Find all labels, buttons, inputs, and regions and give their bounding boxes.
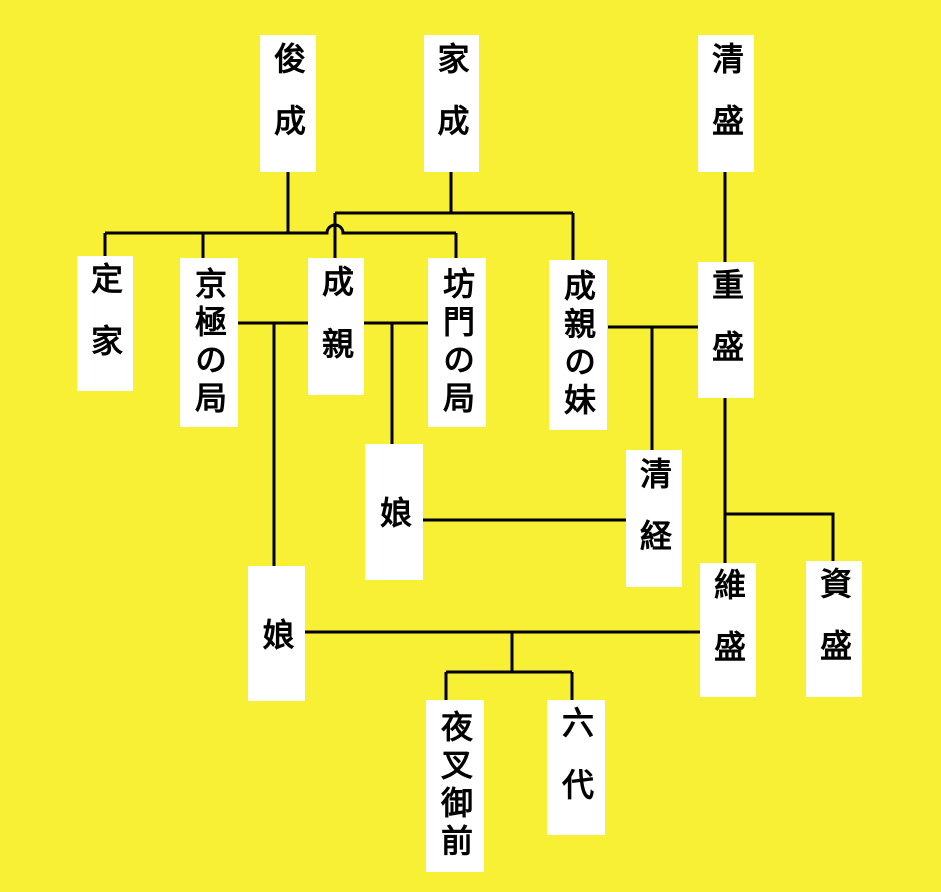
person-label: 維盛 (709, 568, 747, 692)
person-kiyomori: 清盛 (698, 35, 754, 172)
person-narichika: 成親 (308, 258, 364, 395)
person-label: 坊門の局 (438, 266, 476, 419)
person-musume-2: 娘 (248, 566, 305, 701)
person-yasha-gozen: 夜叉御前 (426, 700, 484, 872)
person-label: 成親の妹 (559, 269, 597, 421)
person-kiyotsune: 清経 (626, 450, 682, 587)
person-ienari: 家成 (424, 35, 479, 172)
person-label: 俊成 (269, 41, 307, 166)
person-label: 定家 (86, 261, 124, 386)
line-toshinari-children-bar (105, 223, 456, 235)
person-shigemori: 重盛 (698, 262, 754, 398)
person-narichika-imouto: 成親の妹 (549, 260, 607, 430)
person-label: 家成 (432, 41, 471, 166)
person-label: 六代 (557, 705, 595, 830)
person-sadaie: 定家 (77, 256, 133, 391)
person-rokudai: 六代 (547, 700, 605, 835)
person-label: 成親 (317, 264, 355, 389)
person-label: 資盛 (815, 567, 853, 691)
person-label: 京極の局 (190, 266, 228, 419)
person-label: 清経 (635, 456, 673, 581)
person-koremori: 維盛 (700, 563, 756, 697)
person-label: 清盛 (707, 41, 745, 166)
person-sukemori: 資盛 (806, 561, 862, 697)
line-sukemori-branch (725, 512, 835, 561)
person-label: 娘 (375, 496, 413, 528)
person-musume-1: 娘 (365, 444, 423, 580)
person-label: 娘 (257, 617, 296, 650)
person-label: 夜叉御前 (436, 710, 474, 862)
person-bomon-no-tsubone: 坊門の局 (428, 258, 486, 427)
person-kyogoku-no-tsubone: 京極の局 (180, 258, 238, 427)
person-toshinari: 俊成 (260, 35, 316, 172)
person-label: 重盛 (707, 268, 745, 392)
